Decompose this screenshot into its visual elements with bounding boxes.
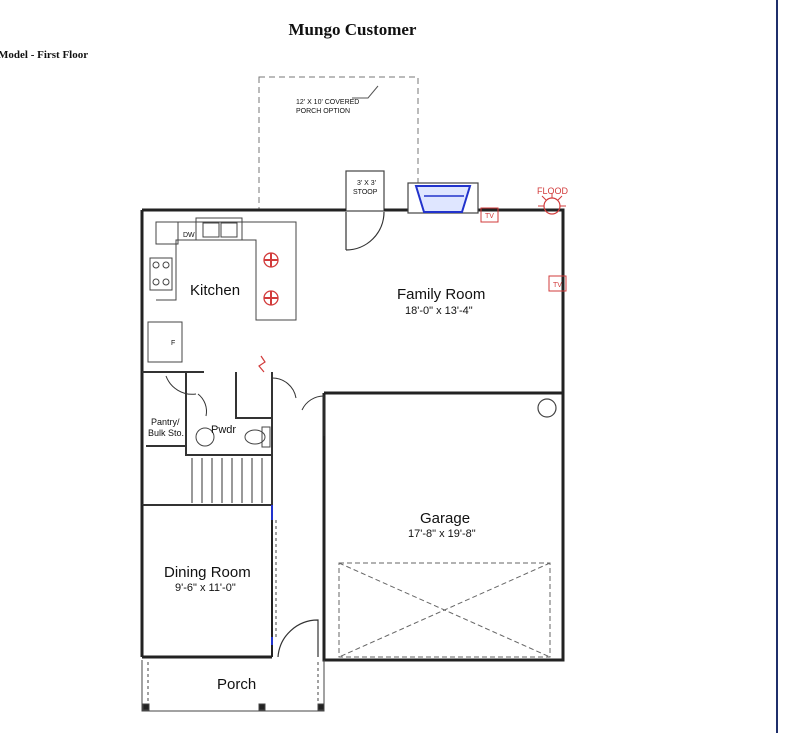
switch-marker-icon — [258, 355, 266, 373]
garage-entry-door — [301, 395, 325, 436]
dining-room-label: Dining Room — [164, 564, 251, 581]
staircase — [191, 458, 263, 503]
page-title: Mungo Customer — [288, 20, 417, 39]
kitchen-label: Kitchen — [190, 282, 240, 299]
dishwasher-label: DW — [183, 232, 195, 239]
interior-walls — [142, 371, 273, 506]
fridge-label: F — [171, 340, 175, 347]
powder-room-fixtures — [195, 426, 271, 448]
fireplace — [407, 182, 479, 214]
pantry-door — [165, 375, 207, 417]
front-door — [277, 619, 319, 658]
closet-door — [271, 377, 297, 399]
porch-label: Porch — [217, 676, 256, 693]
pantry-label-line2: Bulk Sto. — [148, 428, 184, 438]
entry-door — [345, 211, 385, 251]
water-heater-icon — [537, 398, 557, 418]
powder-room-label: Pwdr — [211, 424, 236, 436]
page-border-line — [776, 0, 778, 733]
family-room-label: Family Room — [397, 286, 485, 303]
svg-text:TV: TV — [485, 213, 494, 220]
covered-porch-option: 12' X 10' COVERED PORCH OPTION — [258, 76, 419, 212]
svg-text:FLOOD: FLOOD — [537, 186, 569, 196]
svg-text:TV: TV — [553, 282, 562, 289]
stoop: 3' X 3' STOOP — [345, 170, 385, 212]
dining-room-walls — [141, 505, 273, 657]
stoop-label-line2: STOOP — [353, 189, 378, 196]
range-icon — [152, 261, 170, 286]
stoop-label-line1: 3' X 3' — [357, 180, 376, 187]
kitchen-cabinets — [147, 217, 297, 363]
sink-icon — [202, 222, 238, 238]
garage-dimensions: 17'-8" x 19'-8" — [408, 528, 476, 540]
garage-label: Garage — [420, 510, 470, 527]
tv-outlet-top-icon: TV — [480, 207, 499, 223]
garage-walls — [322, 391, 565, 662]
pantry-label-line1: Pantry/ — [151, 417, 180, 427]
page-subtitle: Model - First Floor — [0, 49, 89, 61]
family-room-dimensions: 18'-0" x 13'-4" — [405, 305, 473, 317]
tv-outlet-right-icon: TV — [548, 275, 567, 292]
dining-room-dimensions: 9'-6" x 11'-0" — [175, 582, 236, 594]
porch-option-label-line2: PORCH OPTION — [296, 108, 350, 115]
garage-door — [338, 562, 551, 658]
front-porch — [141, 660, 325, 712]
pendant-light-icon — [263, 252, 279, 306]
flood-light-icon: FLOOD — [537, 186, 569, 215]
porch-option-label-line1: 12' X 10' COVERED — [296, 99, 359, 106]
